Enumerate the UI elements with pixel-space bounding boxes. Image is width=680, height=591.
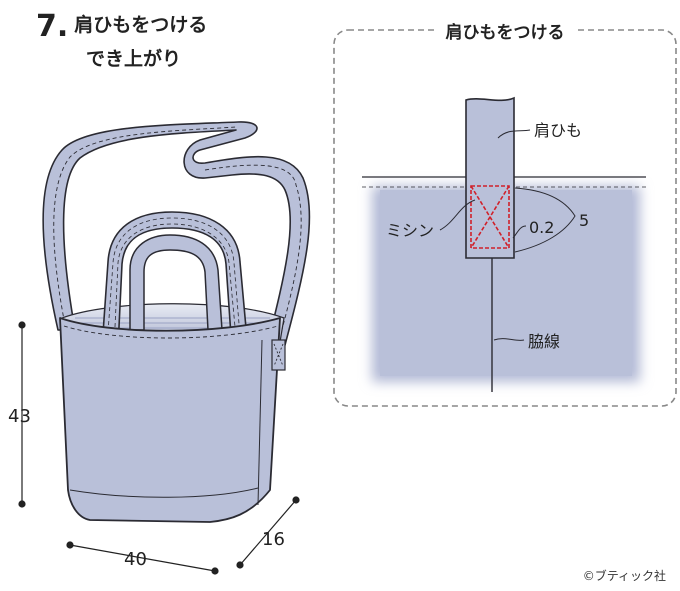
detail-title-text: 肩ひもをつける — [435, 23, 575, 43]
dimension-depth — [236, 496, 300, 569]
leader-side-seam — [493, 338, 525, 341]
sewing-box — [470, 185, 510, 249]
sewing-x — [470, 185, 510, 249]
detail-strap — [465, 96, 515, 259]
detail-frame — [333, 29, 677, 407]
label-seam-allowance: 0.2 — [529, 218, 554, 237]
label-overlap: 5 — [579, 211, 589, 230]
bag-rim-stitch — [63, 325, 279, 339]
leader-sewing — [439, 199, 476, 231]
label-side-seam: 脇線 — [528, 332, 560, 351]
leader-seam-allowance — [512, 225, 527, 239]
bag-body — [59, 317, 281, 523]
step-title-line2: でき上がり — [86, 47, 182, 70]
bag-side-line — [257, 339, 263, 506]
dimension-height-label: 43 — [8, 406, 31, 427]
label-strap: 肩ひも — [534, 121, 582, 140]
dimension-height — [18, 321, 26, 508]
finished-bag — [42, 121, 311, 523]
copyright-notice: ©ブティック社 — [582, 569, 666, 583]
leader-strap — [497, 129, 531, 139]
step-title-line1: 肩ひもをつける — [74, 14, 208, 36]
dimension-width-label: 40 — [124, 549, 147, 570]
dimension-width — [66, 541, 219, 575]
step-heading: 7.肩ひもをつける でき上がり — [36, 8, 207, 71]
shoulder-strap-stitch — [53, 126, 302, 345]
label-sewing: ミシン — [386, 221, 434, 240]
dimension-depth-label: 16 — [262, 529, 285, 550]
bag-handle-front-stitch — [106, 217, 242, 349]
bag-bottom-line — [69, 487, 259, 498]
step-number: 7. — [36, 9, 69, 44]
bracket-overlap — [514, 187, 576, 253]
detail-heading: 肩ひもをつける — [334, 18, 676, 43]
